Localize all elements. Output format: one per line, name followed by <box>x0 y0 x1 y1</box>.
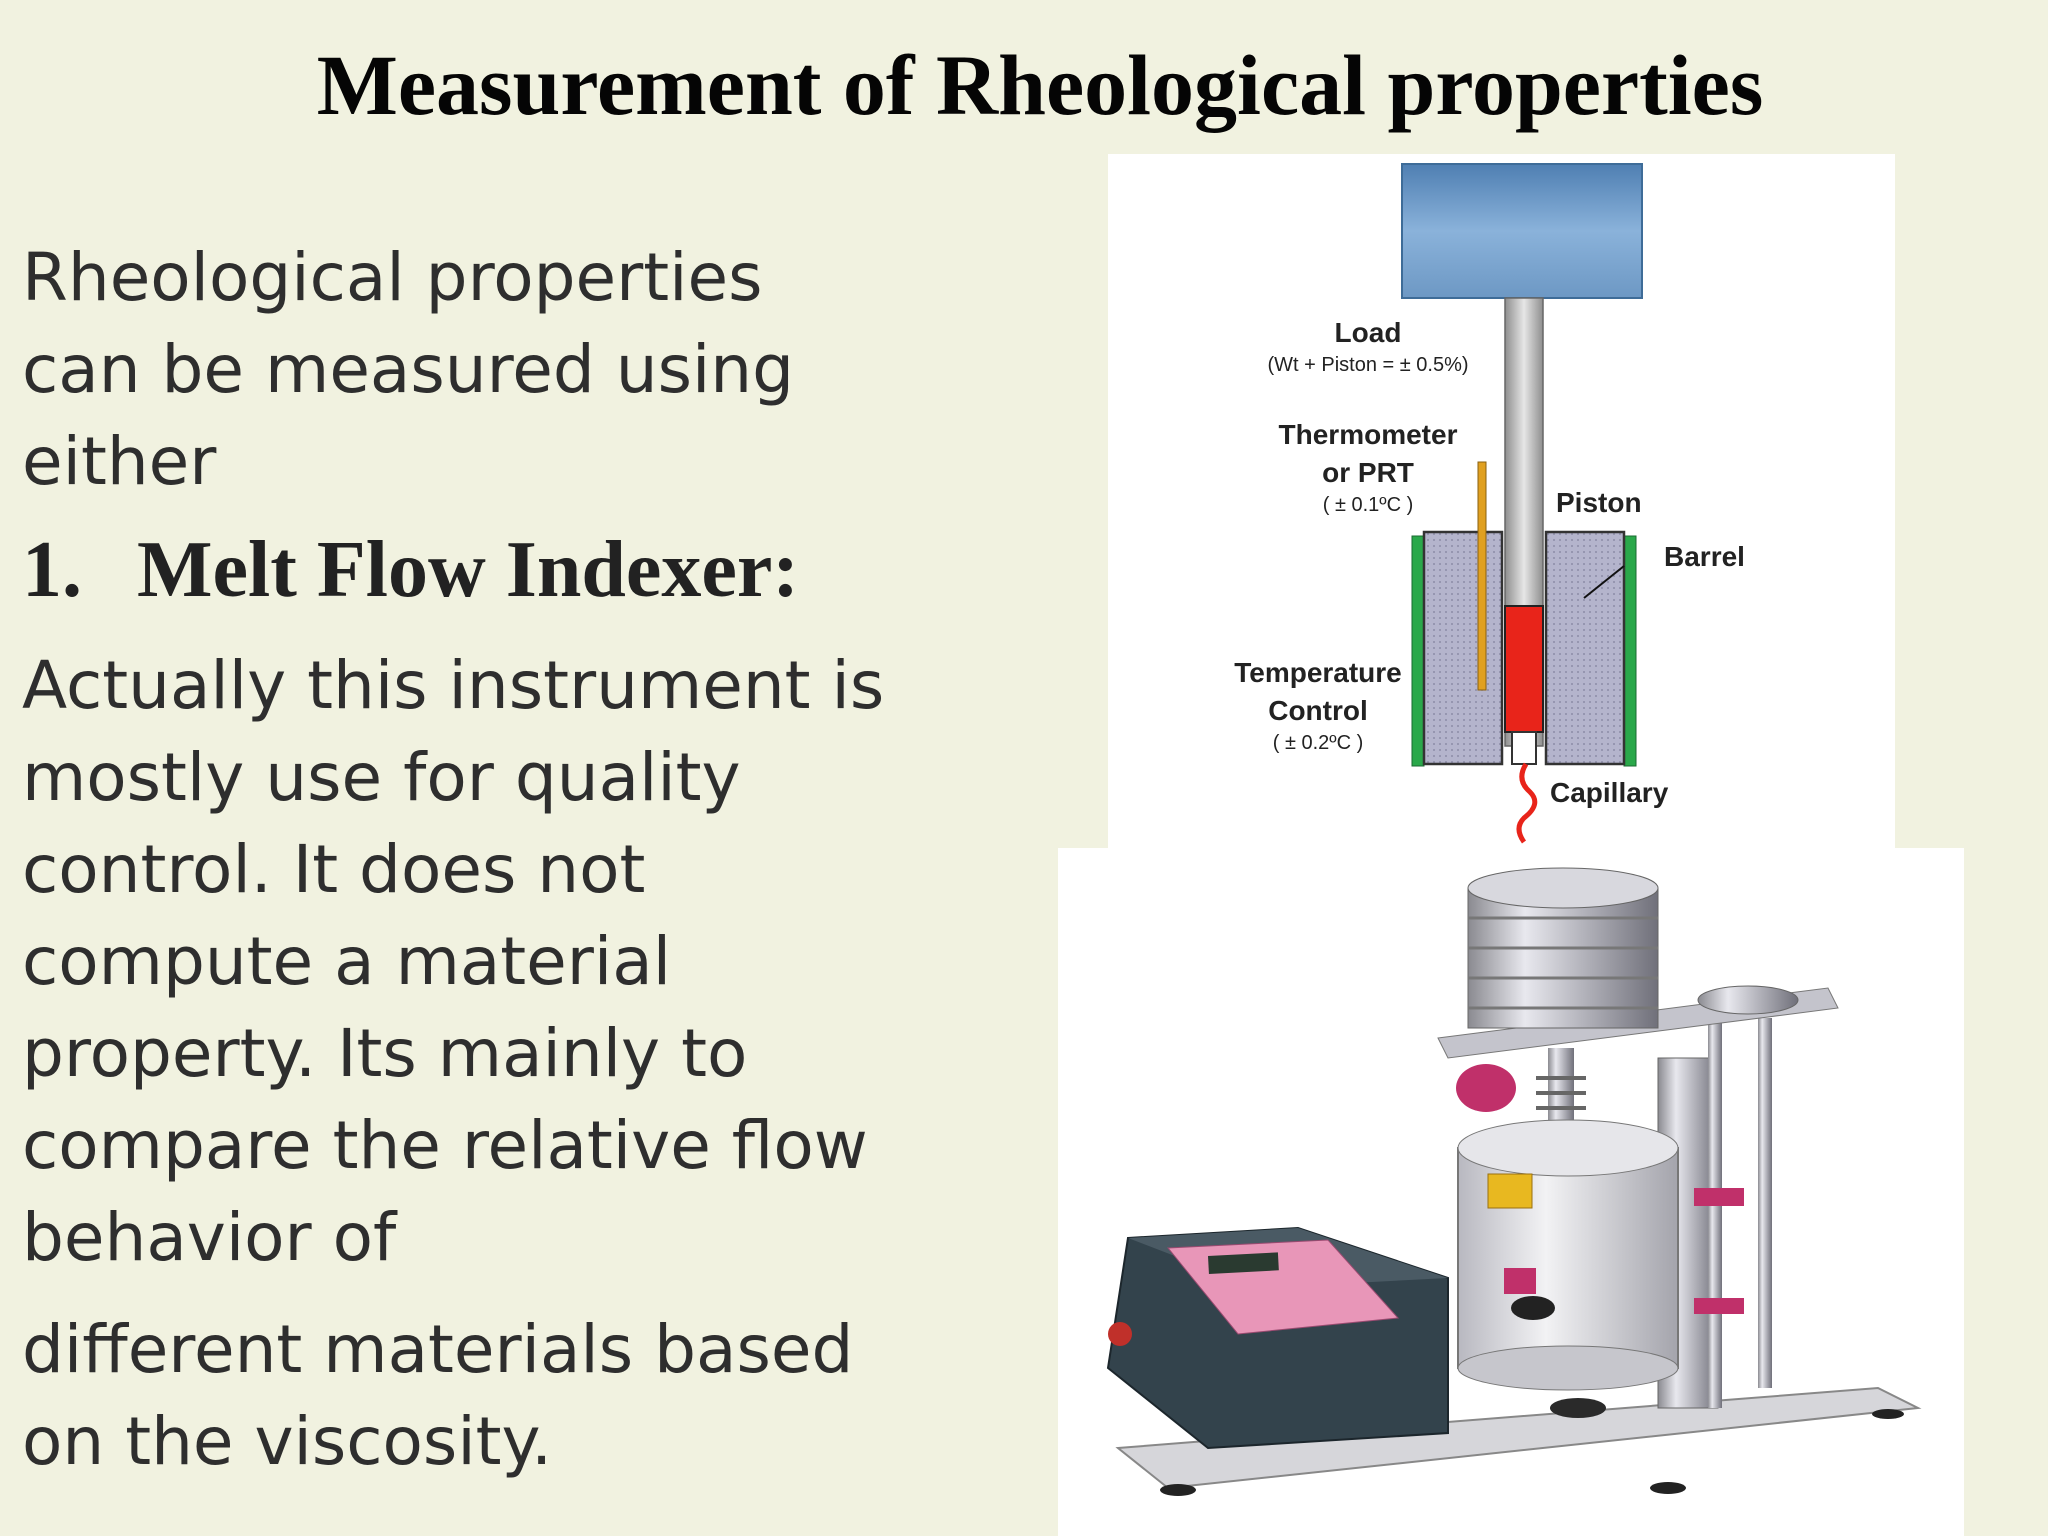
cutter-knob <box>1511 1296 1555 1320</box>
magenta-knob <box>1456 1064 1516 1112</box>
melt-chamber <box>1504 605 1544 733</box>
body-line: control. It does not <box>22 831 646 908</box>
side-rod <box>1708 1018 1722 1408</box>
barrel-right <box>1544 530 1626 766</box>
spring <box>1536 1076 1586 1125</box>
capillary-die <box>1511 731 1537 765</box>
capillary-label: Capillary <box>1550 777 1669 808</box>
foot <box>1872 1409 1904 1419</box>
power-switch <box>1108 1322 1132 1346</box>
intro-line: can be measured using <box>22 331 795 408</box>
piston-label: Piston <box>1556 487 1642 518</box>
body-line: compare the relative flow <box>22 1107 868 1184</box>
body-line: compute a material <box>22 923 672 1000</box>
closing-line: different materials based <box>22 1311 854 1388</box>
thermometer-label: Thermometer or PRT ( ± 0.1ºC ) <box>1278 419 1458 516</box>
weight-top <box>1467 867 1659 909</box>
load-weight <box>1401 163 1643 299</box>
display <box>1207 1252 1279 1274</box>
collection-dish <box>1550 1398 1606 1418</box>
body-line: mostly use for quality <box>22 739 741 816</box>
intro-line: either <box>22 423 217 500</box>
load-label: Load (Wt + Piston = ± 0.5%) <box>1267 317 1469 376</box>
foot <box>1160 1484 1196 1496</box>
magenta-tab <box>1504 1268 1536 1294</box>
melt-flow-indexer-heading: 1.Melt Flow Indexer: <box>22 530 799 610</box>
body-paragraph: Actually this instrument is mostly use f… <box>22 640 884 1284</box>
intro-paragraph: Rheological properties can be measured u… <box>22 232 794 508</box>
heater-right <box>1623 535 1637 767</box>
closing-line: on the viscosity. <box>22 1403 553 1480</box>
item-number: 1. <box>22 526 82 614</box>
slide-title: Measurement of Rheological properties <box>316 37 1764 133</box>
furnace-base <box>1457 1345 1679 1391</box>
body-line: behavior of <box>22 1199 397 1276</box>
melt-flow-indexer-diagram: Load (Wt + Piston = ± 0.5%) Thermometer … <box>1108 154 1895 848</box>
melt-flow-indexer-photo <box>1058 848 1964 1536</box>
base-plate <box>1115 1386 1922 1490</box>
weight-stack <box>1467 887 1659 1029</box>
extrudate <box>1516 762 1538 844</box>
barrel-left <box>1422 530 1504 766</box>
body-line: Actually this instrument is <box>22 647 885 724</box>
furnace-top <box>1457 1119 1679 1177</box>
magenta-clip <box>1694 1298 1744 1314</box>
closing-paragraph: different materials based on the viscosi… <box>22 1304 853 1488</box>
barrel-label: Barrel <box>1664 541 1745 572</box>
magenta-clip <box>1694 1188 1744 1206</box>
item-heading-text: Melt Flow Indexer: <box>137 526 800 614</box>
body-line: property. Its mainly to <box>22 1015 748 1092</box>
side-weight <box>1697 985 1799 1015</box>
barrel-pointer <box>1583 565 1625 599</box>
thermometer-rod <box>1477 461 1487 691</box>
side-rod <box>1758 1018 1772 1388</box>
machine-illustration <box>1106 867 1922 1496</box>
warning-label <box>1487 1173 1533 1209</box>
diagram-drawing <box>1401 163 1643 844</box>
intro-line: Rheological properties <box>22 239 763 316</box>
foot <box>1650 1482 1686 1494</box>
temperature-label: Temperature Control ( ± 0.2ºC ) <box>1234 657 1402 754</box>
